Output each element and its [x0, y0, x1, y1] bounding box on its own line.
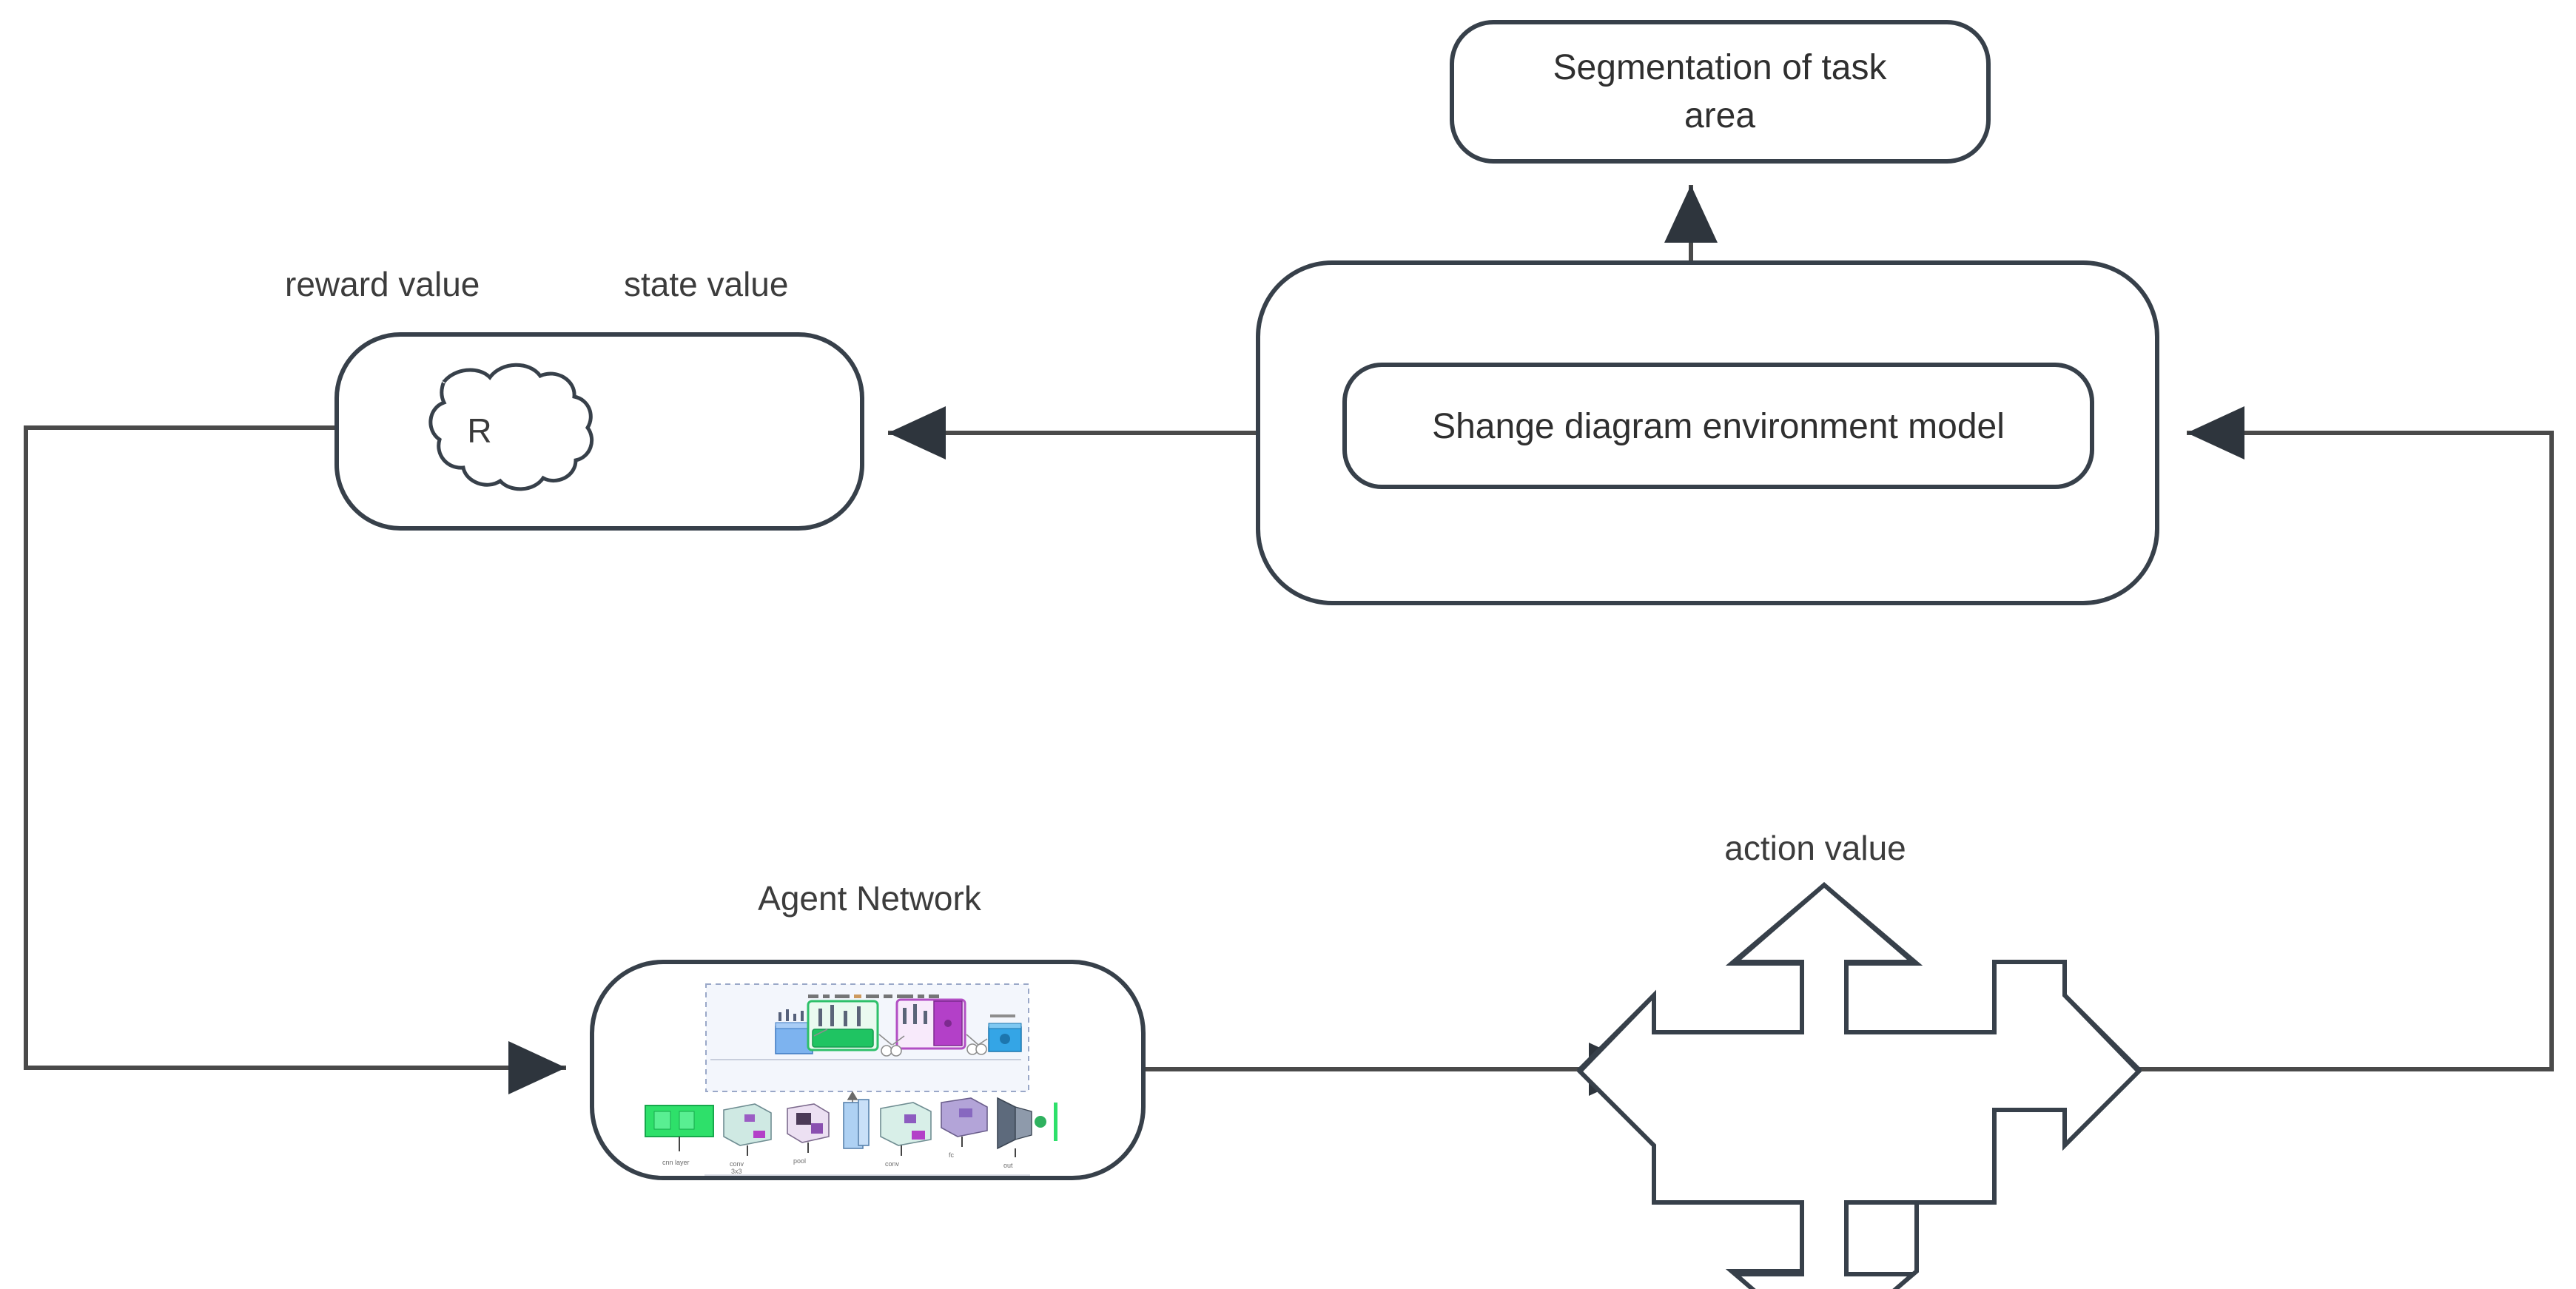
svg-text:out: out: [1003, 1162, 1013, 1169]
label-action-value: action value: [1724, 829, 1906, 867]
thumb-lower-row: cnn layer conv 3x3 pool: [645, 1097, 1057, 1176]
environment-inner-box: [1342, 363, 2094, 489]
svg-text:fc: fc: [949, 1151, 955, 1159]
cloud-icon: [428, 363, 594, 491]
svg-text:conv: conv: [730, 1160, 744, 1168]
edge-reward-to-agent: [24, 425, 566, 1094]
segmentation-label-line1: Segmentation of task: [1553, 48, 1888, 87]
agent-network-thumbnail: cnn layer conv 3x3 pool: [645, 983, 1057, 1176]
four-way-arrow-shape: [1576, 882, 2142, 1289]
thumb-block-output: [988, 1014, 1022, 1052]
thumb-block-green: [807, 1000, 879, 1051]
node-reward[interactable]: R: [334, 332, 864, 531]
node-environment[interactable]: Shange diagram environment model: [1256, 260, 2159, 605]
label-agent-network: Agent Network: [758, 879, 982, 918]
thumb-block-purple: [895, 998, 966, 1050]
label-reward-value: reward value: [285, 265, 480, 303]
reward-cloud-label: R: [467, 411, 491, 450]
node-action-cross[interactable]: [1576, 882, 2142, 1289]
svg-text:conv: conv: [885, 1160, 900, 1168]
edge-action-to-environment: [2139, 406, 2554, 1071]
svg-text:cnn layer: cnn layer: [662, 1159, 690, 1166]
label-state-value: state value: [624, 265, 788, 303]
thumb-block-input: [775, 1009, 813, 1054]
environment-inner-label: Shange diagram environment model: [1432, 407, 2005, 446]
svg-text:pool: pool: [793, 1157, 806, 1165]
segmentation-label-line2: area: [1684, 96, 1755, 135]
svg-text:3x3: 3x3: [731, 1168, 742, 1175]
node-segmentation[interactable]: Segmentation of task area: [1450, 20, 1991, 164]
